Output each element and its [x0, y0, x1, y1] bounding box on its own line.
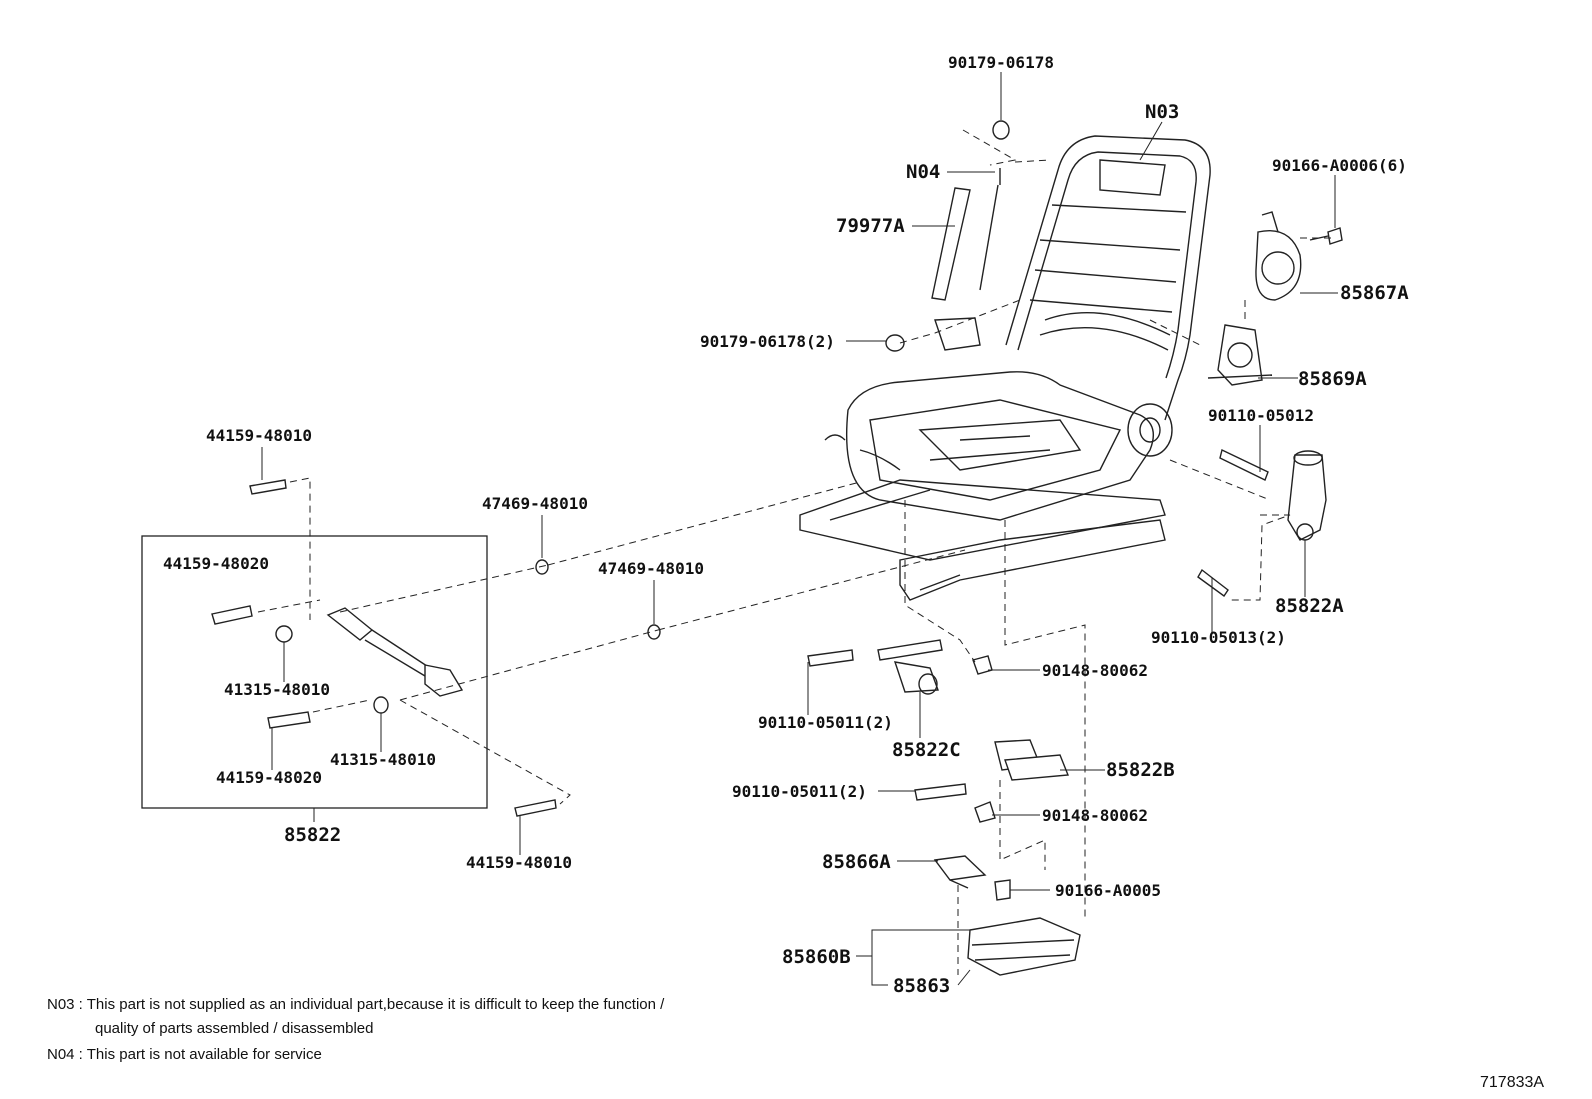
label-90110-05013[interactable]: 90110-05013(2) — [1151, 628, 1286, 647]
label-44159-48020-b[interactable]: 44159-48020 — [216, 768, 322, 787]
note-n03-line2: quality of parts assembled / disassemble… — [95, 1020, 373, 1037]
label-44159-48010-top[interactable]: 44159-48010 — [206, 426, 312, 445]
diagram-reference-code: 717833A — [1480, 1074, 1544, 1091]
label-41315-48010-b[interactable]: 41315-48010 — [330, 750, 436, 769]
label-n04[interactable]: N04 — [906, 161, 940, 183]
label-47469-48010-a[interactable]: 47469-48010 — [482, 494, 588, 513]
alignment-dashed-lines — [257, 129, 1335, 975]
part-shapes — [211, 120, 1343, 976]
label-85863[interactable]: 85863 — [893, 975, 950, 997]
seat-frame-illustration — [799, 135, 1211, 601]
assembly-85822-box — [141, 535, 488, 809]
note-n04: N04 : This part is not available for ser… — [47, 1046, 322, 1063]
label-90110-05012[interactable]: 90110-05012 — [1208, 406, 1314, 425]
label-90110-05011-b[interactable]: 90110-05011(2) — [732, 782, 867, 801]
label-44159-48020-a[interactable]: 44159-48020 — [163, 554, 269, 573]
label-90179-06178-2[interactable]: 90179-06178(2) — [700, 332, 835, 351]
label-85866a[interactable]: 85866A — [822, 851, 891, 873]
label-85822b[interactable]: 85822B — [1106, 759, 1175, 781]
label-90179-06178-top[interactable]: 90179-06178 — [948, 53, 1054, 72]
label-n03[interactable]: N03 — [1145, 101, 1179, 123]
footnotes: N03 : This part is not supplied as an in… — [47, 996, 665, 1063]
label-85869a[interactable]: 85869A — [1298, 368, 1367, 390]
label-85822a[interactable]: 85822A — [1275, 595, 1344, 617]
label-85867a[interactable]: 85867A — [1340, 282, 1409, 304]
label-90166-a0005[interactable]: 90166-A0005 — [1055, 881, 1161, 900]
label-85822c[interactable]: 85822C — [892, 739, 961, 761]
label-85822[interactable]: 85822 — [284, 824, 341, 846]
label-79977a[interactable]: 79977A — [836, 215, 905, 237]
note-n03-line1: N03 : This part is not supplied as an in… — [47, 996, 665, 1013]
label-90166-a0006[interactable]: 90166-A0006(6) — [1272, 156, 1407, 175]
label-90148-80062-b[interactable]: 90148-80062 — [1042, 806, 1148, 825]
label-41315-48010-a[interactable]: 41315-48010 — [224, 680, 330, 699]
part-labels: 90179-06178 N03 N04 90166-A0006(6) 79977… — [163, 53, 1409, 997]
leader-lines — [261, 72, 1338, 986]
label-90110-05011-a[interactable]: 90110-05011(2) — [758, 713, 893, 732]
label-90148-80062-a[interactable]: 90148-80062 — [1042, 661, 1148, 680]
label-85860b[interactable]: 85860B — [782, 946, 851, 968]
label-44159-48010-bottom[interactable]: 44159-48010 — [466, 853, 572, 872]
label-47469-48010-b[interactable]: 47469-48010 — [598, 559, 704, 578]
